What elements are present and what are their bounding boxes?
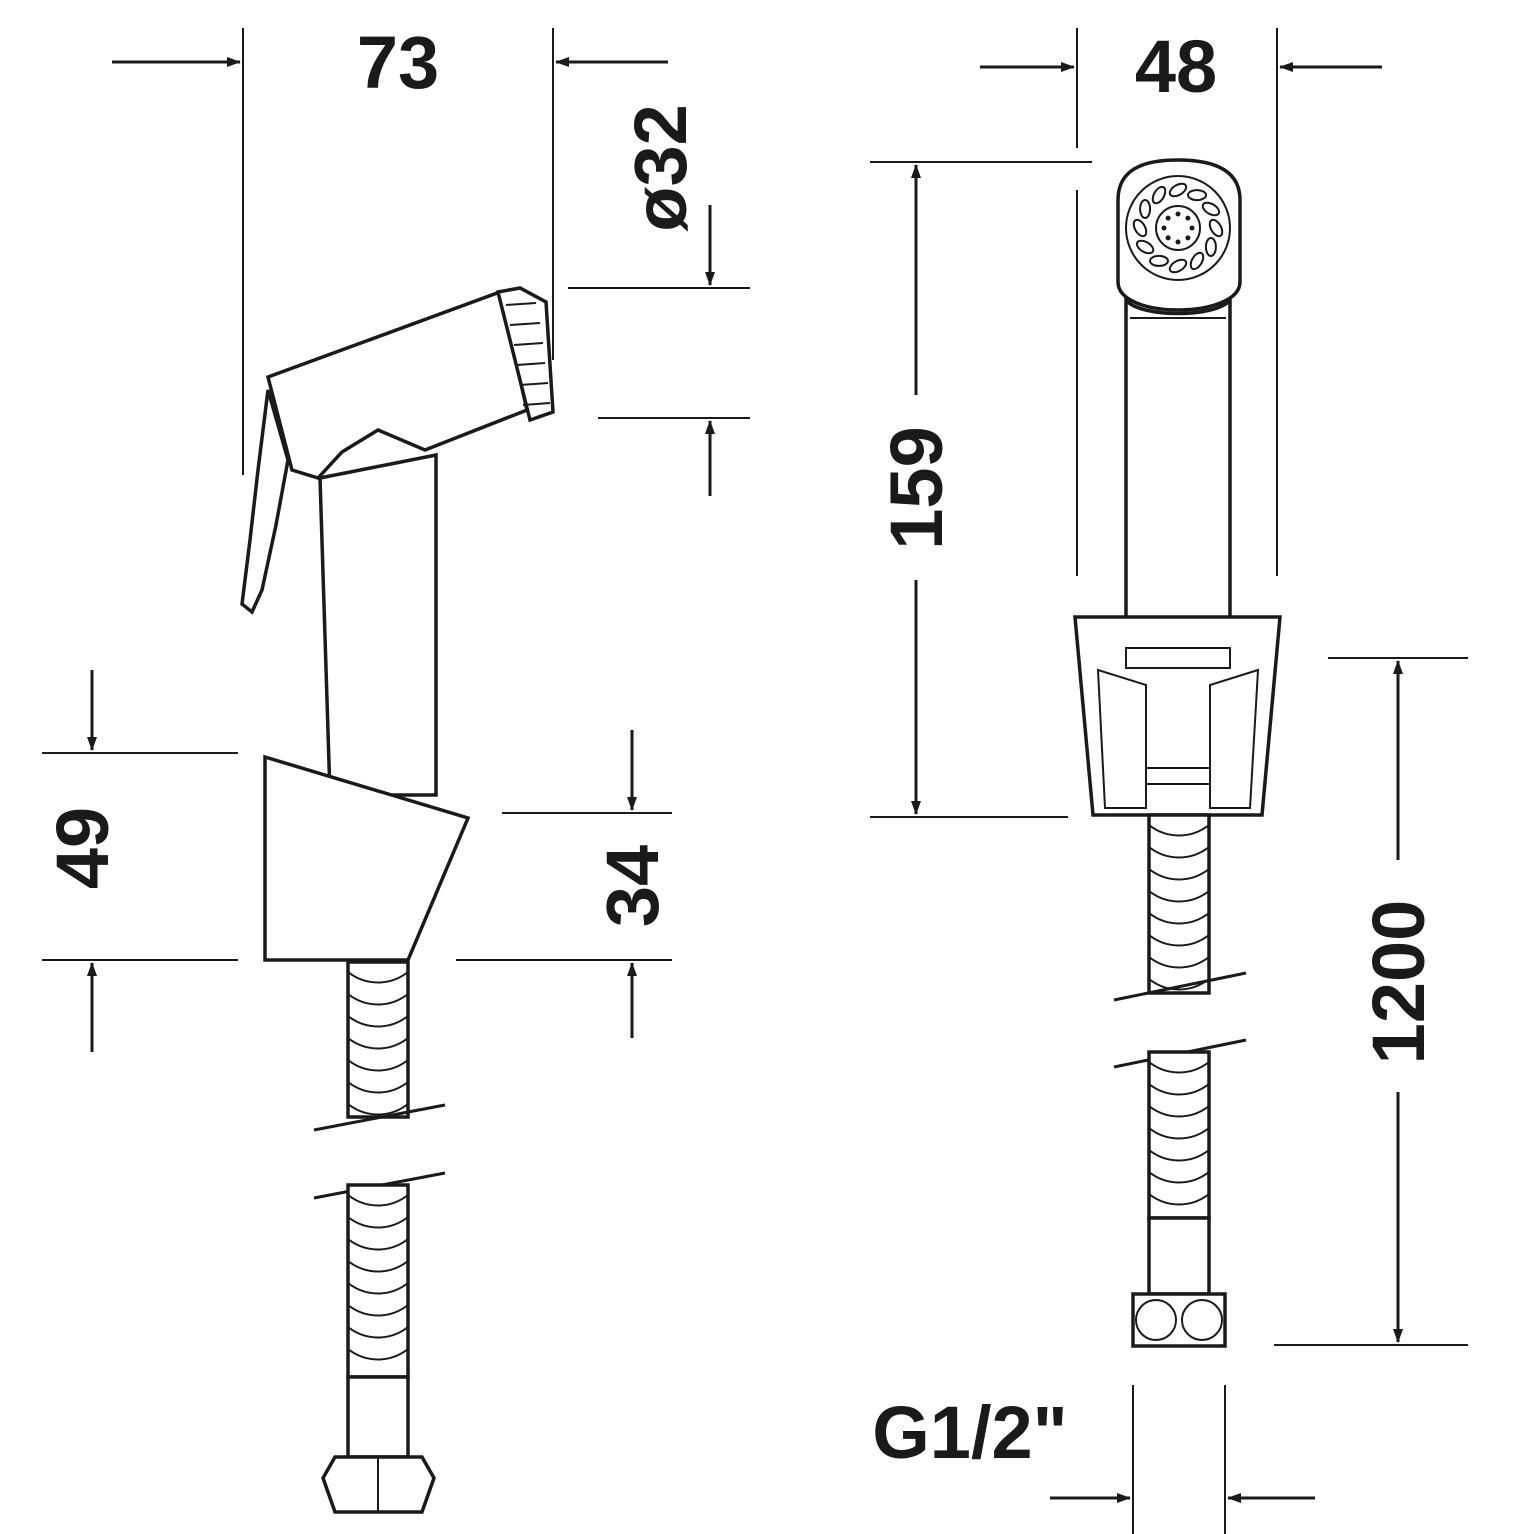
hose-coil <box>347 1282 409 1295</box>
front-view: 48 159 1200 <box>870 25 1468 1534</box>
spray-face <box>1116 158 1242 312</box>
hose-coil <box>1148 846 1210 859</box>
dim-handset-length: 159 <box>875 426 958 549</box>
hose-coil <box>1148 1127 1210 1140</box>
spray-hole <box>1201 201 1221 217</box>
hose-coil <box>1148 868 1210 881</box>
hose-coil <box>347 993 409 1006</box>
hose-lower-front <box>1147 1050 1211 1220</box>
spray-hole-inner <box>1165 235 1171 241</box>
ferrule-front <box>1147 1216 1211 1296</box>
hose-coil <box>347 1059 409 1072</box>
spray-hole <box>1187 189 1207 202</box>
hose-coil <box>347 1015 409 1028</box>
spray-hole <box>1132 218 1148 238</box>
hose-coil <box>347 1260 409 1273</box>
handle <box>318 452 438 797</box>
wall-holder <box>263 754 471 962</box>
hose-coil <box>347 1348 409 1361</box>
spray-hole <box>1208 218 1224 238</box>
spray-hole <box>1168 182 1188 198</box>
spray-hole-inner <box>1185 215 1191 221</box>
dim-width-side: 73 <box>357 21 439 104</box>
spray-hole <box>1189 251 1205 271</box>
hex-nut-front <box>1131 1292 1227 1348</box>
trigger-lever <box>240 389 290 615</box>
hose-upper-side <box>346 960 410 1119</box>
hose-coil <box>1148 912 1210 925</box>
hose-coil <box>1148 956 1210 969</box>
hose-coil <box>347 1194 409 1207</box>
spray-hole <box>1151 185 1167 205</box>
spray-hole-inner <box>1189 225 1195 231</box>
dim-holder-depth: 34 <box>591 845 674 927</box>
hose-coil <box>1148 1193 1210 1206</box>
wall-holder-front <box>1073 615 1282 817</box>
spray-hole-inner <box>1161 225 1167 231</box>
spray-hole-inner <box>1185 235 1191 241</box>
spray-hole <box>1149 254 1169 267</box>
hose-coil <box>347 971 409 984</box>
dim-hose-length: 1200 <box>1357 900 1440 1065</box>
hose-coil <box>347 1081 409 1094</box>
break-line-front-top <box>1113 971 1247 1002</box>
hose-coil <box>347 1037 409 1050</box>
nozzle-ring <box>495 286 555 423</box>
spray-hole-inner <box>1175 211 1181 217</box>
hose-coil <box>1148 934 1210 947</box>
break-line-top <box>313 1103 446 1132</box>
dim-diameter-head: ø32 <box>619 104 702 232</box>
hose-coil <box>1148 1171 1210 1184</box>
hose-coil <box>347 1103 409 1116</box>
hose-coil <box>347 1238 409 1251</box>
spray-hole <box>1168 258 1188 274</box>
spray-hole <box>1139 199 1152 219</box>
hose-coil <box>1148 890 1210 903</box>
hose-coil <box>347 1326 409 1339</box>
spray-hole <box>1204 237 1217 257</box>
hose-lower-side <box>346 1183 410 1379</box>
spray-head <box>265 289 530 480</box>
hose-coil <box>1148 1149 1210 1162</box>
hose-coil <box>1148 824 1210 837</box>
handle-front <box>1124 294 1232 647</box>
spray-holes <box>1132 182 1224 274</box>
dim-holder-height: 49 <box>41 807 124 889</box>
hose-coil <box>1148 1061 1210 1074</box>
dim-connection-thread: G1/2" <box>872 1391 1068 1474</box>
spray-hole <box>1135 239 1155 255</box>
hose-coil <box>347 1304 409 1317</box>
spray-hole-inner <box>1175 239 1181 245</box>
spray-hole-inner <box>1165 215 1171 221</box>
hose-upper-front <box>1147 813 1211 995</box>
hose-coil <box>1148 1083 1210 1096</box>
dim-width-front: 48 <box>1135 25 1217 108</box>
ferrule-side <box>346 1375 410 1459</box>
hose-coil <box>1148 1105 1210 1118</box>
side-view: 73 ø32 49 34 <box>41 21 750 1514</box>
hose-coil <box>347 1216 409 1229</box>
